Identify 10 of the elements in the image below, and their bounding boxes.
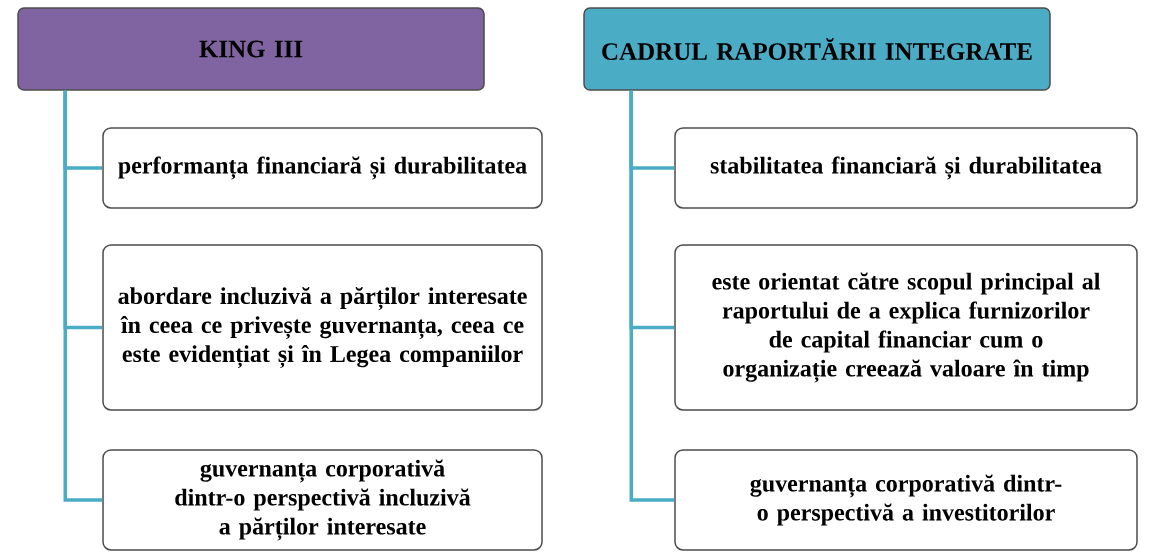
text-box: stabilitatea financiară și durabilitatea bbox=[674, 127, 1138, 209]
text-box: este orientat către scopul principal al raportului de a explica furnizorilor de capital financiar cum o organizație creează valoare în timp bbox=[674, 244, 1138, 411]
text-box: performanța financiară și durabilitatea bbox=[102, 127, 543, 209]
connector-line bbox=[63, 90, 103, 502]
connector-line bbox=[629, 90, 675, 502]
text-box: guvernanța corporativă dintr-o perspectivă incluzivă a părților interesate bbox=[102, 449, 543, 551]
header-box: KING III bbox=[17, 7, 485, 91]
text-box: guvernanța corporativă dintr-o perspectivă a investitorilor bbox=[674, 449, 1138, 551]
header-box: CADRUL RAPORTĂRII INTEGRATE bbox=[583, 7, 1051, 91]
text-box: abordare incluzivă a părților interesate în ceea ce privește guvernanța, ceea ce este evidențiat și în Legea companiilor bbox=[102, 244, 543, 411]
